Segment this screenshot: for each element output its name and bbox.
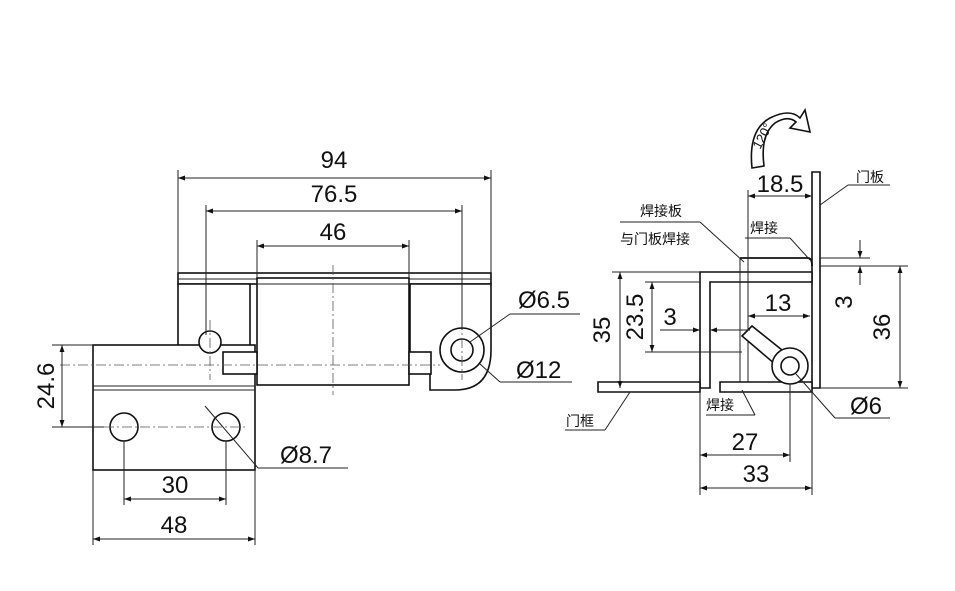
front-view: 94 76.5 46 Ø6.5 Ø12 24.6 Ø8.7 30	[33, 147, 580, 545]
dim-offset: 27	[732, 429, 759, 456]
dim-pin-dia: Ø6	[850, 393, 882, 420]
dim-plate-width: 48	[161, 512, 188, 539]
label-weld-plate-line2: 与门板焊接	[620, 231, 690, 248]
label-weld-bottom: 焊接	[706, 397, 734, 414]
dim-mount-spacing: 30	[162, 472, 189, 499]
dim-inner-width: 13	[765, 290, 792, 317]
dim-height: 24.6	[33, 363, 60, 410]
dim-width-top: 18.5	[757, 171, 804, 198]
dim-boss: Ø12	[516, 357, 561, 384]
dim-hole-spacing: 76.5	[311, 181, 358, 208]
dim-mount-hole: Ø8.7	[280, 442, 332, 469]
side-view: 120° 18.5 门板 焊接板 与门板焊接 焊接	[565, 107, 908, 495]
label-weld-plate-line1: 焊接板	[640, 203, 682, 220]
dim-top-gap: 3	[831, 295, 858, 308]
label-door-panel: 门板	[856, 170, 884, 186]
dim-overall-length: 94	[321, 147, 348, 174]
pin-bolt-right	[408, 351, 432, 375]
bottom-plate	[719, 381, 813, 393]
dim-total-width: 33	[743, 461, 770, 488]
dim-small-hole: Ø6.5	[518, 287, 570, 314]
dim-gap: 3	[663, 304, 676, 331]
door-panel	[811, 171, 821, 389]
pin-hole	[780, 356, 800, 376]
dim-inner-height: 23.5	[622, 294, 649, 341]
rotation-arrow-icon	[750, 107, 812, 169]
label-door-frame: 门框	[566, 414, 594, 430]
label-weld-top: 焊接	[750, 220, 778, 237]
dim-left-height: 35	[589, 317, 616, 344]
door-frame	[597, 381, 701, 393]
dim-body-length: 46	[320, 219, 347, 246]
hinge-body	[256, 277, 410, 386]
dim-right-height: 36	[869, 314, 896, 341]
pin-bolt-left	[222, 351, 258, 375]
